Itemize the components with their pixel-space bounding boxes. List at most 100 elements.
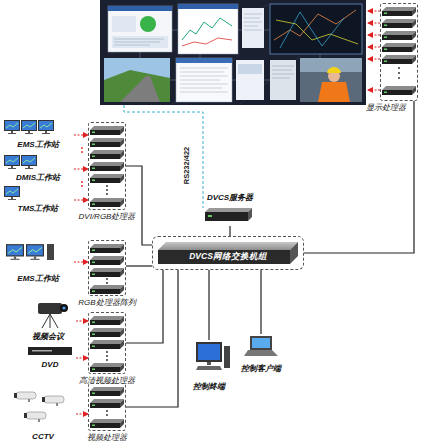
dvd-icon xyxy=(28,347,72,355)
processor-stack xyxy=(106,410,108,412)
cctv-icon xyxy=(14,392,36,402)
server: DVCS服务器 xyxy=(200,193,260,226)
network-cable xyxy=(260,270,261,334)
server-icon xyxy=(205,212,248,221)
processor-stack xyxy=(90,244,124,253)
processor-group: DVI/RGB处理器 xyxy=(80,122,134,222)
display-processor-stack xyxy=(382,7,416,95)
laptop-icon xyxy=(250,336,272,350)
node-label: DVD xyxy=(42,360,59,370)
video-wall xyxy=(327,67,341,73)
switch-icon xyxy=(158,242,298,250)
workstation: DMIS工作站 xyxy=(2,155,74,183)
processor-stack xyxy=(106,278,108,280)
display-processor-stack xyxy=(398,67,400,69)
switch-icon xyxy=(290,242,298,264)
cctv-icon xyxy=(24,412,46,422)
switch-icon xyxy=(158,242,298,264)
video-wall xyxy=(100,0,366,105)
display-processor-stack xyxy=(382,19,416,28)
processor-stack xyxy=(90,316,124,325)
switch-icon xyxy=(158,250,290,264)
video-wall xyxy=(108,6,172,11)
video-wall xyxy=(114,39,164,45)
camera-icon xyxy=(60,304,68,312)
processor-stack xyxy=(106,185,108,187)
laptop-icon xyxy=(244,336,278,356)
server-icon xyxy=(208,215,212,217)
workstation-icon xyxy=(21,120,37,134)
workstation-icon xyxy=(47,244,54,260)
dashed-group-outline xyxy=(88,312,126,374)
video-wall xyxy=(104,70,170,102)
wall-feed-arrow xyxy=(368,47,380,48)
dvd-icon xyxy=(28,347,72,355)
video-wall xyxy=(176,58,232,102)
display-processor-stack xyxy=(398,72,400,74)
video-source: 视频会议 xyxy=(20,300,76,342)
processor-stack xyxy=(90,198,124,207)
workstation-icon xyxy=(81,181,83,183)
wall-feed-arrow xyxy=(368,59,380,60)
video-wall xyxy=(176,58,232,63)
processor-stack xyxy=(90,340,124,349)
processor-stack xyxy=(106,189,108,191)
video-wall xyxy=(244,14,262,30)
display-processor-stack xyxy=(382,55,416,64)
video-wall xyxy=(178,4,238,54)
wall-feed-arrow xyxy=(368,35,380,36)
cctv-icon xyxy=(42,396,64,406)
processor-stack xyxy=(90,328,124,337)
processor-stack xyxy=(106,282,108,284)
network-cable xyxy=(126,166,152,245)
workstation-icon xyxy=(26,244,44,260)
video-wall xyxy=(300,58,362,102)
network-cable xyxy=(126,265,152,266)
camera-icon xyxy=(38,303,68,328)
video-wall xyxy=(238,64,262,74)
processor-stack xyxy=(90,174,124,183)
workstation-icon xyxy=(81,151,83,153)
video-wall xyxy=(272,66,294,78)
network-switch: DVCS网络交换机组 xyxy=(152,236,304,270)
workstation-icon xyxy=(4,186,20,200)
signal-arrow xyxy=(74,135,88,136)
processor-stack xyxy=(106,414,108,416)
processor-stack xyxy=(106,351,108,353)
workstation-icon xyxy=(81,147,83,149)
control-client: 控制客户端 xyxy=(236,334,286,374)
workstation: TMS工作站 xyxy=(2,186,74,214)
wall-feed-arrow xyxy=(368,11,380,12)
workstation: EMS工作站 xyxy=(2,120,74,150)
camera-icon xyxy=(38,303,62,314)
node-label: DVI/RGB处理器 xyxy=(79,212,136,222)
video-wall xyxy=(280,12,344,48)
cctv-icon xyxy=(14,392,64,422)
display-processor-stack xyxy=(382,43,416,52)
display-processor-stack xyxy=(382,7,416,16)
video-wall xyxy=(318,82,350,102)
network-cable xyxy=(304,101,414,253)
signal-arrow xyxy=(74,169,88,170)
serial-link xyxy=(124,105,203,208)
node-label: EMS工作站 xyxy=(17,140,58,150)
workstation-icon xyxy=(38,120,54,134)
video-wall xyxy=(120,76,160,102)
pc-icon xyxy=(196,366,222,370)
server-icon xyxy=(248,208,252,221)
processor-stack xyxy=(90,419,124,428)
node-label: CCTV xyxy=(32,432,54,442)
video-wall xyxy=(180,68,228,92)
workstation-icon xyxy=(6,244,24,260)
pc-icon xyxy=(196,342,222,362)
laptop-icon xyxy=(252,338,270,348)
network-cable xyxy=(126,270,178,407)
processor-stack xyxy=(90,285,124,294)
video-wall xyxy=(242,8,264,48)
workstation: EMS工作站 xyxy=(2,240,74,284)
processor-group: 显示处理器 xyxy=(366,3,422,113)
dashed-group-outline xyxy=(88,122,126,210)
signal-arrow xyxy=(76,358,88,359)
